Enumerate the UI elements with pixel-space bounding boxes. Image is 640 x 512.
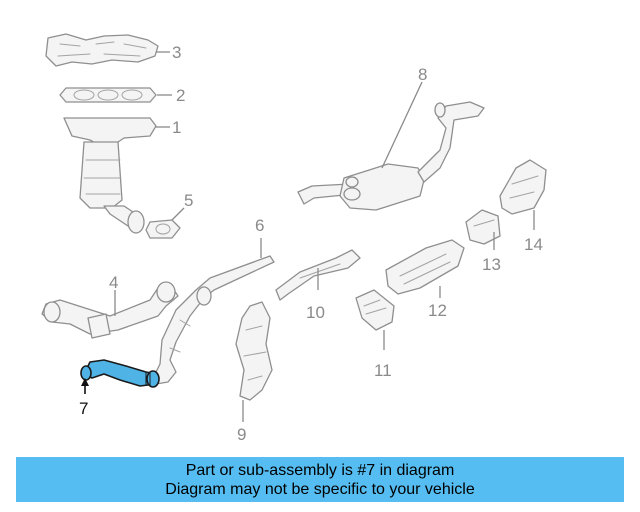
part-14-heat-shield: [499, 159, 547, 215]
part-12-heat-shield: [385, 239, 465, 295]
part-7-front-pipe-highlighted: [80, 359, 160, 388]
callout-1: 1: [172, 118, 181, 137]
callout-10: 10: [306, 303, 325, 322]
part-2-manifold-gasket: [59, 87, 157, 103]
info-banner: Part or sub-assembly is #7 in diagram Di…: [16, 457, 624, 502]
callout-5: 5: [184, 191, 193, 210]
callout-9: 9: [237, 425, 246, 444]
callout-14: 14: [524, 235, 543, 254]
callout-2: 2: [176, 86, 185, 105]
callout-7: 7: [79, 399, 88, 418]
part-1-exhaust-manifold: [63, 117, 157, 234]
exhaust-system-diagram: 3 2 1 5 4 6: [41, 33, 547, 444]
callout-12: 12: [428, 301, 447, 320]
part-5-flange-gasket: [145, 219, 181, 239]
callout-8: 8: [418, 65, 427, 84]
banner-line-1: Part or sub-assembly is #7 in diagram: [185, 462, 455, 479]
part-6-intermediate-pipe: [153, 255, 275, 385]
callout-4: 4: [109, 273, 118, 292]
part-8-muffler: [297, 101, 485, 211]
part-4-y-pipe: [41, 281, 179, 339]
part-9-heat-shield: [235, 301, 273, 401]
part-13-heat-shield: [465, 209, 501, 245]
callout-11: 11: [374, 361, 392, 380]
callout-3: 3: [172, 43, 181, 62]
callout-13: 13: [482, 255, 501, 274]
callout-6: 6: [255, 216, 264, 235]
part-3-heat-shield: [45, 33, 159, 67]
part-11-bracket: [355, 289, 395, 331]
banner-line-2: Diagram may not be specific to your vehi…: [165, 481, 475, 498]
